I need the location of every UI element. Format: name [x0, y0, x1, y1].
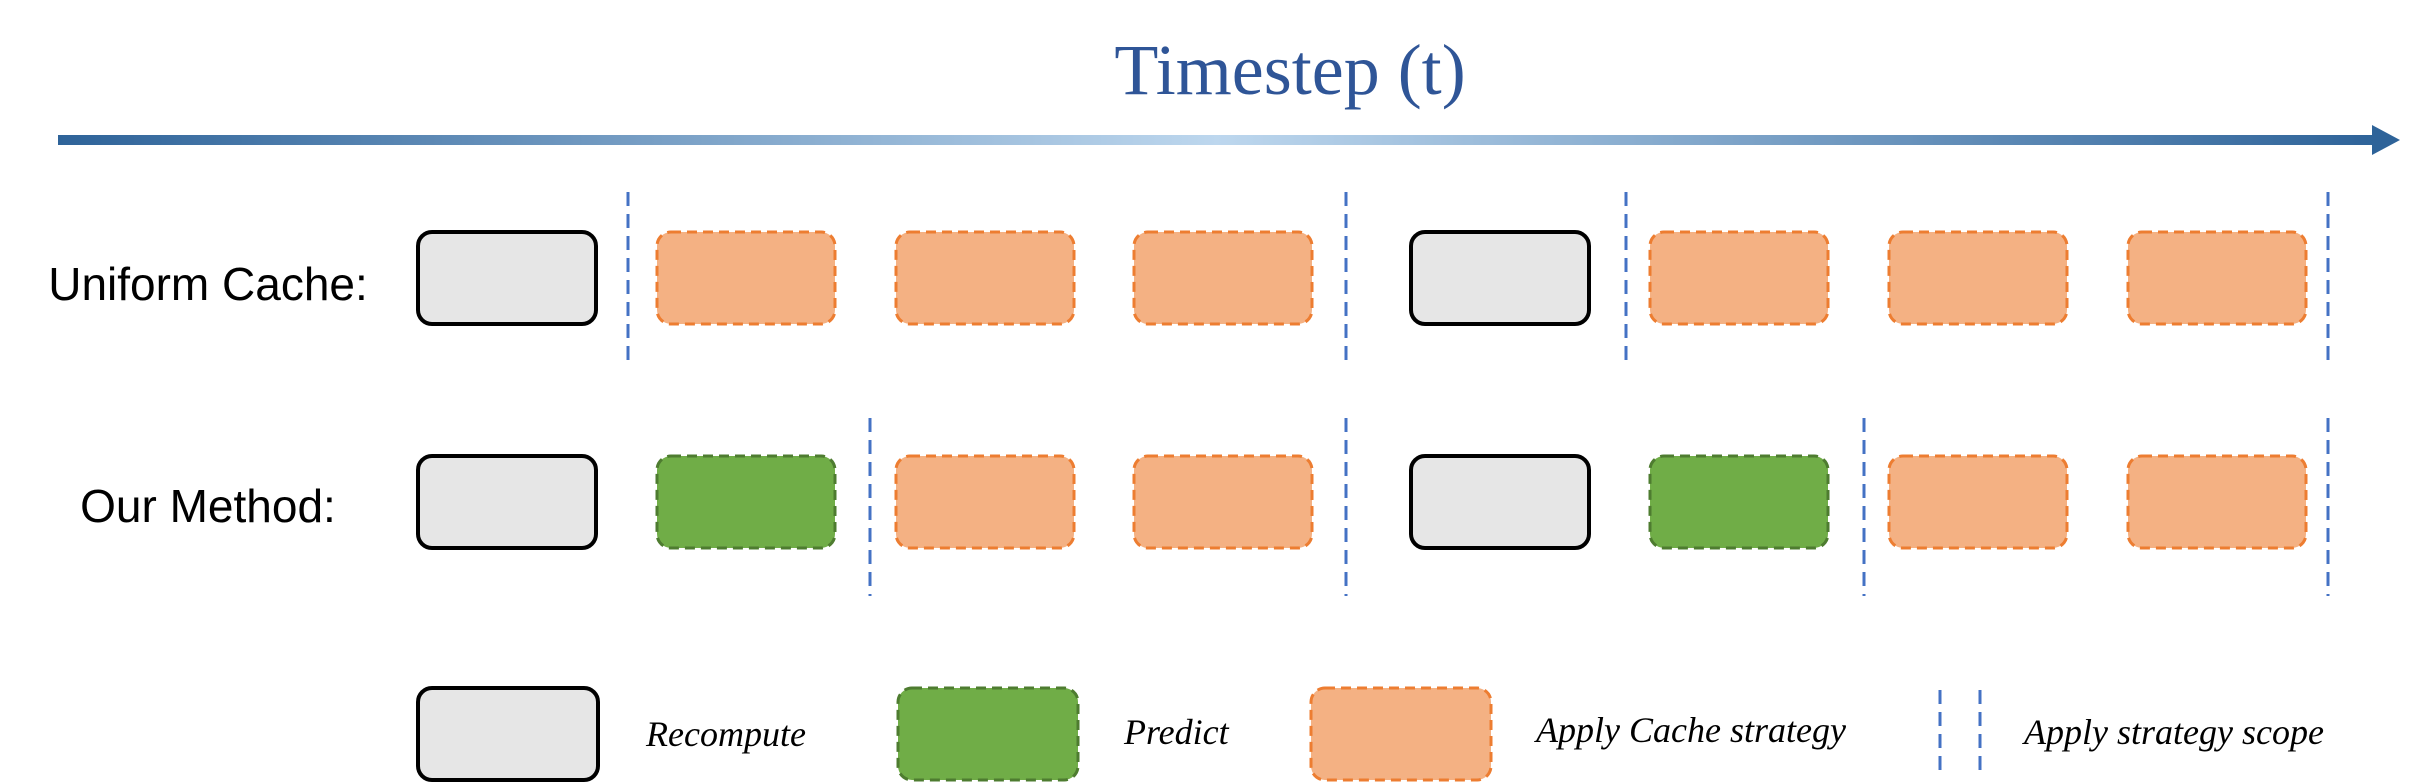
legend-predict-swatch	[896, 686, 1080, 782]
timestep-arrow-head	[2372, 125, 2400, 155]
recompute-block	[1409, 454, 1591, 550]
diagram-title: Timestep (t)	[1114, 30, 1465, 110]
predict-block	[1648, 454, 1830, 550]
cache-block	[2126, 230, 2308, 326]
cache-block	[655, 230, 837, 326]
legend: Recompute Predict Apply Cache strategy A…	[416, 686, 2324, 782]
legend-cache-swatch	[1309, 686, 1493, 782]
timestep-arrow	[58, 125, 2400, 155]
scope-lines-layer	[626, 192, 2330, 596]
legend-cache-label: Apply Cache strategy	[1534, 710, 1846, 750]
cache-block	[894, 454, 1076, 550]
timestep-arrow-shaft	[58, 135, 2376, 145]
legend-recompute-swatch	[416, 686, 600, 782]
row-label-uniform-cache: Uniform Cache:	[48, 258, 368, 310]
recompute-block	[416, 230, 598, 326]
legend-predict-label: Predict	[1123, 712, 1230, 752]
cache-block	[1132, 454, 1314, 550]
cache-block	[1887, 230, 2069, 326]
predict-block	[655, 454, 837, 550]
recompute-block	[416, 454, 598, 550]
cache-block	[894, 230, 1076, 326]
cache-block	[2126, 454, 2308, 550]
legend-recompute-label: Recompute	[645, 714, 806, 754]
recompute-block	[1409, 230, 1591, 326]
row-label-our-method: Our Method:	[80, 480, 336, 532]
cache-block	[1887, 454, 2069, 550]
cache-block	[1648, 230, 1830, 326]
cache-block	[1132, 230, 1314, 326]
legend-scope-label: Apply strategy scope	[2022, 712, 2324, 752]
blocks-layer	[416, 230, 2308, 550]
